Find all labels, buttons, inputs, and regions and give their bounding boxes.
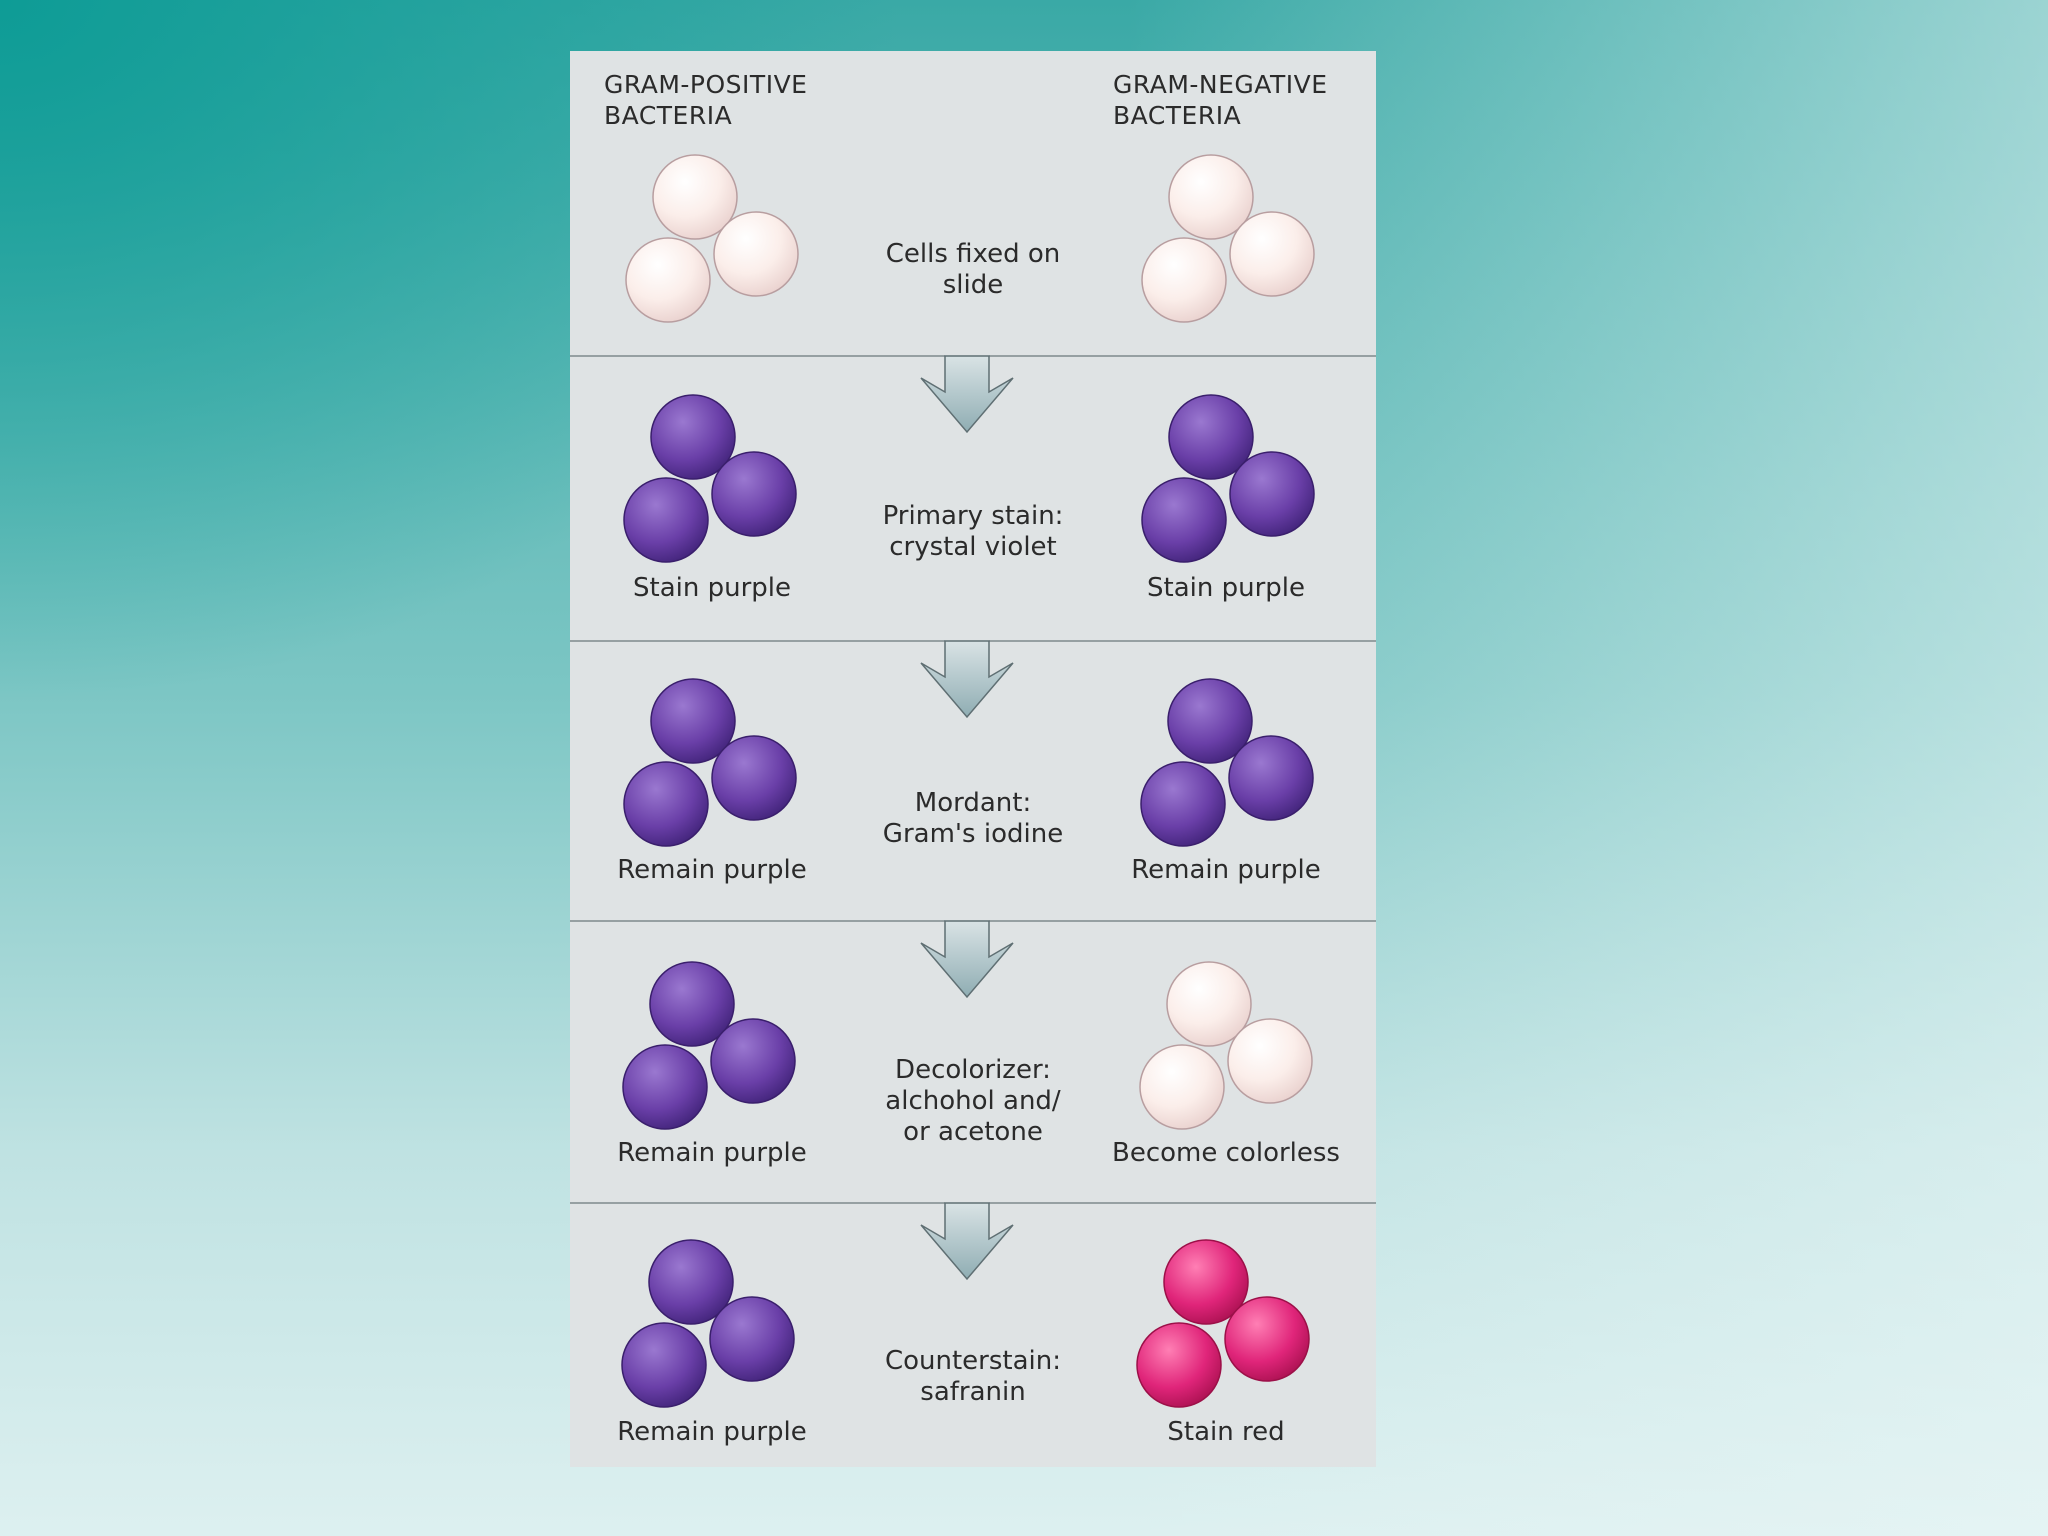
gram-negative-cells-step-4	[1139, 961, 1313, 1130]
bacterium-cell	[1141, 237, 1227, 323]
gram-positive-cells-step-5	[621, 1239, 795, 1408]
step-5-right-label: Stain red	[1167, 1417, 1285, 1447]
gram-negative-cells-step-1	[1141, 154, 1315, 323]
bacterium-cell	[709, 1296, 795, 1382]
gram-positive-cells-step-1	[625, 154, 799, 323]
step-4-right-label: Become colorless	[1112, 1138, 1340, 1168]
bacterium-cell	[1136, 1322, 1222, 1408]
step-2-description: Primary stain: crystal violet	[863, 501, 1083, 563]
bacterium-cell	[713, 211, 799, 297]
step-4-line-2: alchohol and/	[885, 1086, 1061, 1116]
bacterium-cell	[650, 678, 736, 764]
bacterium-cell	[1139, 1044, 1225, 1130]
gram-stain-figure: GRAM-POSITIVE BACTERIA GRAM-NEGATIVE BAC…	[570, 51, 1376, 1467]
bacterium-cell	[649, 961, 735, 1047]
gram-negative-cells-step-3	[1140, 678, 1314, 847]
bacterium-cell	[622, 1044, 708, 1130]
figure-graphics	[570, 154, 1376, 1408]
step-5-line-2: safranin	[920, 1377, 1026, 1407]
step-3-line-2: Gram's iodine	[882, 819, 1064, 849]
bacterium-cell	[1229, 451, 1315, 537]
gram-negative-cells-step-5	[1136, 1239, 1310, 1408]
step-3-left-label: Remain purple	[617, 855, 807, 885]
step-2-left-label: Stain purple	[633, 573, 791, 603]
step-4-line-3: or acetone	[903, 1117, 1043, 1147]
bacterium-cell	[623, 761, 709, 847]
bacterium-cell	[1168, 154, 1254, 240]
step-4-description: Decolorizer: alchohol and/ or acetone	[863, 1055, 1083, 1148]
step-5-left-label: Remain purple	[617, 1417, 807, 1447]
bacterium-cell	[1168, 394, 1254, 480]
bacterium-cell	[621, 1322, 707, 1408]
gram-positive-header: GRAM-POSITIVE BACTERIA	[604, 70, 808, 130]
bacterium-cell	[623, 477, 709, 563]
step-1-line-1: Cells fixed on slide	[885, 239, 1061, 300]
step-1-description: Cells fixed on slide	[863, 239, 1083, 301]
step-4-line-1: Decolorizer:	[895, 1055, 1051, 1085]
bacterium-cell	[1140, 761, 1226, 847]
gram-positive-cells-step-3	[623, 678, 797, 847]
bacterium-cell	[1141, 477, 1227, 563]
bacterium-cell	[625, 237, 711, 323]
gram-negative-cells-step-2	[1141, 394, 1315, 563]
bacterium-cell	[1224, 1296, 1310, 1382]
bacterium-cell	[648, 1239, 734, 1325]
bacterium-cell	[711, 451, 797, 537]
bacterium-cell	[652, 154, 738, 240]
step-3-line-1: Mordant:	[914, 788, 1032, 818]
step-5-description: Counterstain: safranin	[863, 1346, 1083, 1408]
bacterium-cell	[1227, 1018, 1313, 1104]
bacterium-cell	[1166, 961, 1252, 1047]
down-arrow-icon	[920, 355, 1014, 434]
bacterium-cell	[1163, 1239, 1249, 1325]
step-2-line-1: Primary stain:	[882, 501, 1064, 531]
bacterium-cell	[650, 394, 736, 480]
bacterium-cell	[1167, 678, 1253, 764]
down-arrow-icon	[920, 920, 1014, 999]
step-2-right-label: Stain purple	[1147, 573, 1305, 603]
step-3-right-label: Remain purple	[1131, 855, 1321, 885]
step-3-description: Mordant: Gram's iodine	[863, 788, 1083, 850]
bacterium-cell	[1228, 735, 1314, 821]
gram-positive-cells-step-2	[623, 394, 797, 563]
step-5-line-1: Counterstain:	[884, 1346, 1062, 1376]
down-arrow-icon	[920, 640, 1014, 719]
gram-positive-cells-step-4	[622, 961, 796, 1130]
step-4-left-label: Remain purple	[617, 1138, 807, 1168]
bacterium-cell	[1229, 211, 1315, 297]
down-arrow-icon	[920, 1202, 1014, 1281]
gram-negative-header: GRAM-NEGATIVE BACTERIA	[1113, 70, 1328, 130]
bacterium-cell	[710, 1018, 796, 1104]
step-2-line-2: crystal violet	[889, 532, 1057, 562]
bacterium-cell	[711, 735, 797, 821]
